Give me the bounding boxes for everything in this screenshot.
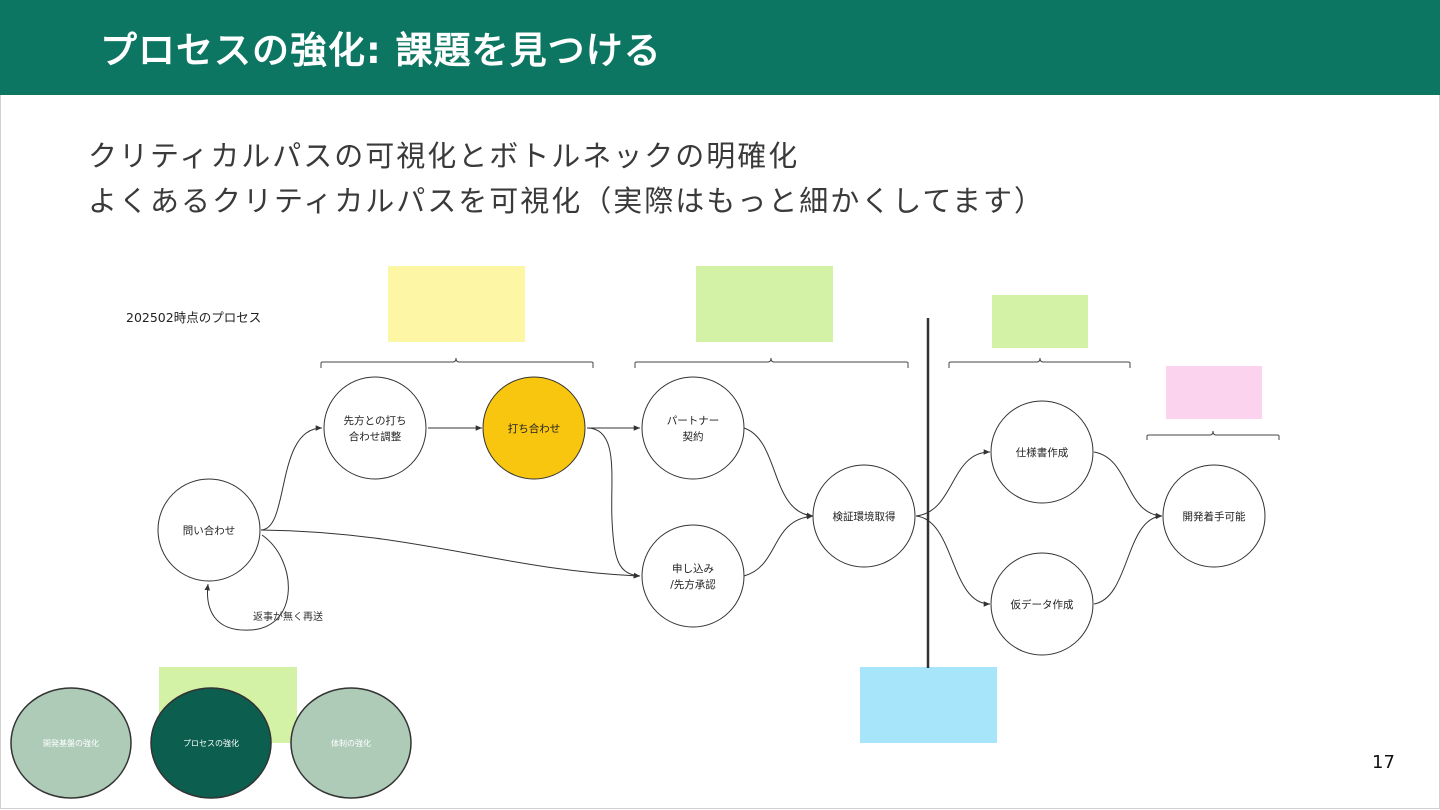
nav-item-dev-platform[interactable]: 開発基盤の強化 (10, 687, 132, 799)
edge-verification-tempdata (915, 515, 991, 607)
node-application-label-2: /先方承認 (670, 578, 716, 591)
node-tempdata: 仮データ作成 (990, 552, 1094, 656)
brace-4 (1146, 430, 1280, 440)
sticky-note-pink (1166, 366, 1262, 419)
node-dev-ready-label: 開発着手可能 (1183, 510, 1246, 523)
loop-label: 返事が無く再送 (253, 610, 323, 623)
brace-2 (634, 357, 909, 368)
edge-tempdata-devready (1093, 513, 1163, 605)
node-coordination-label-2: 合わせ調整 (349, 430, 402, 443)
node-spec-label: 仕様書作成 (1016, 446, 1069, 459)
sticky-note-yellow (388, 266, 525, 342)
node-partner-label-1: パートナー (667, 415, 720, 427)
nav-item-organization-label: 体制の強化 (331, 738, 371, 748)
nav-item-organization[interactable]: 体制の強化 (290, 687, 412, 799)
edge-verification-spec (915, 449, 991, 517)
node-partner-label-2: 契約 (683, 430, 704, 443)
header-bar: プロセスの強化: 課題を見つける (0, 0, 1440, 95)
brace-3 (948, 357, 1131, 368)
node-tempdata-label: 仮データ作成 (1011, 598, 1074, 611)
edge-spec-devready (1093, 451, 1163, 519)
node-meeting: 打ち合わせ (482, 376, 586, 480)
node-coordination: 先方との打ち 合わせ調整 (323, 376, 427, 480)
page-number: 17 (1372, 752, 1395, 773)
diagram-caption: 202502時点のプロセス (126, 310, 261, 325)
node-verification: 検証環境取得 (812, 464, 916, 568)
edge-application-verification (743, 513, 814, 577)
node-spec: 仕様書作成 (990, 400, 1094, 504)
node-meeting-label: 打ち合わせ (508, 422, 561, 435)
subtitle-line-1: クリティカルパスの可視化とボトルネックの明確化 (88, 139, 800, 173)
edge-meeting-application (586, 427, 641, 579)
nav-item-process[interactable]: プロセスの強化 (150, 687, 272, 799)
subtitle-line-2: よくあるクリティカルパスを可視化（実際はもっと細かくしてます） (88, 184, 1045, 218)
node-partner: パートナー 契約 (641, 376, 745, 480)
node-coordination-label-1: 先方との打ち (344, 414, 407, 427)
node-application-label-1: 申し込み (672, 562, 714, 575)
nav-item-process-label: プロセスの強化 (183, 738, 239, 748)
edge-inquiry-application (260, 529, 641, 579)
edge-partner-verification (743, 427, 814, 519)
sticky-note-blue (860, 667, 997, 743)
nav-item-dev-platform-label: 開発基盤の強化 (43, 738, 99, 748)
node-verification-label: 検証環境取得 (833, 510, 896, 523)
node-inquiry-label: 問い合わせ (183, 524, 236, 537)
brace-1 (320, 357, 594, 368)
sticky-note-green-1 (696, 266, 833, 342)
node-inquiry: 問い合わせ (157, 478, 261, 582)
page-title: プロセスの強化: 課題を見つける (100, 29, 662, 72)
edge-inquiry-coordination (260, 425, 323, 531)
node-dev-ready: 開発着手可能 (1162, 464, 1266, 568)
edge-resend-loop (204, 534, 289, 631)
node-application: 申し込み /先方承認 (641, 524, 745, 628)
sticky-note-green-2 (992, 295, 1088, 348)
